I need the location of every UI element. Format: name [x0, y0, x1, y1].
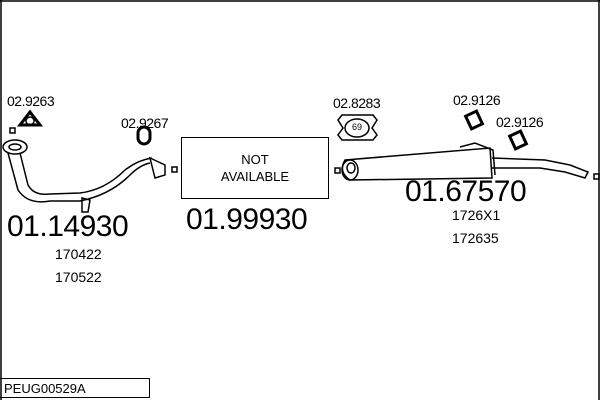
connector-square	[171, 166, 178, 173]
clamp-size: 69	[352, 122, 363, 132]
ref-number: 170422	[55, 246, 102, 262]
part-label-clamp: 02.8283	[333, 95, 381, 111]
part-number-front-pipe: 01.14930	[7, 210, 129, 243]
clamp-02-8283	[337, 114, 378, 141]
front-pipe-drawing	[2, 139, 166, 213]
part-label-rubber: 02.9126	[453, 92, 501, 108]
diagram-code: PEUG00529A	[0, 378, 150, 398]
not-available-box: NOT AVAILABLE	[181, 137, 329, 199]
part-label-rubber: 02.9126	[496, 114, 544, 130]
rubber-mount-1	[463, 109, 485, 131]
ref-number: 172635	[452, 230, 499, 246]
connector-square	[9, 127, 16, 134]
rubber-mount-2	[507, 129, 529, 151]
rear-silencer-drawing	[341, 142, 590, 181]
part-label-gasket: 02.9263	[7, 93, 55, 109]
gasket-02-9263	[16, 109, 44, 127]
connector-square	[593, 173, 600, 180]
ref-number: 1726X1	[452, 207, 501, 223]
part-label-gasket: 02.9267	[121, 115, 169, 131]
not-available-text: NOT AVAILABLE	[220, 152, 290, 184]
ref-number: 170522	[55, 269, 102, 285]
part-number-middle: 01.99930	[186, 203, 308, 236]
gasket-02-9267	[136, 125, 152, 146]
connector-square	[334, 167, 341, 174]
part-number-rear-silencer: 01.67570	[405, 175, 527, 208]
